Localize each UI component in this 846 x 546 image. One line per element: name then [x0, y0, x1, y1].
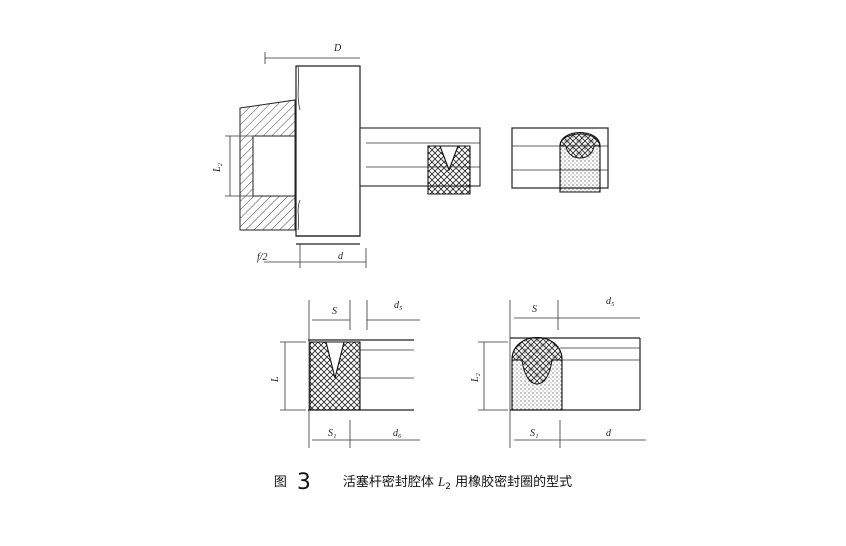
label-L2-right: L₂	[470, 372, 481, 383]
label-S-left: S	[332, 306, 337, 317]
label-d-right: d	[606, 428, 612, 439]
label-L-left: L	[270, 376, 281, 383]
housing-bore	[252, 135, 296, 197]
caption-symbol-sub: 2	[445, 482, 451, 492]
label-d5-right: d₅	[606, 296, 615, 307]
bottom-left-seal: S d₅ L S₁ d₆	[270, 300, 420, 448]
label-d-top: d	[338, 251, 344, 262]
label-D: D	[333, 43, 342, 54]
label-S1-right: S₁	[530, 428, 538, 439]
label-S1-left: S₁	[328, 428, 336, 439]
label-S-right: S	[532, 304, 537, 315]
caption-text-before: 活塞杆密封腔体	[342, 475, 434, 490]
figure-label: 图	[273, 475, 289, 490]
top-cavity-assembly: D L₂ f/2 d	[212, 43, 481, 268]
u-seal-top	[427, 145, 471, 195]
label-d5-left: d₅	[394, 300, 403, 311]
piston-body	[295, 65, 361, 237]
label-d6-left: d₆	[393, 428, 402, 439]
top-right-seal	[511, 127, 609, 193]
bottom-right-seal: S d₅ L₂ S₁ d	[470, 296, 646, 448]
label-L2-top: L₂	[212, 162, 223, 173]
figure-number: 3	[296, 470, 311, 495]
label-f-half: f/2	[257, 252, 268, 263]
caption-text-after: 用橡胶密封圈的型式	[455, 475, 573, 490]
caption-symbol: L	[438, 474, 446, 489]
u-seal-bottom-left	[309, 341, 361, 411]
